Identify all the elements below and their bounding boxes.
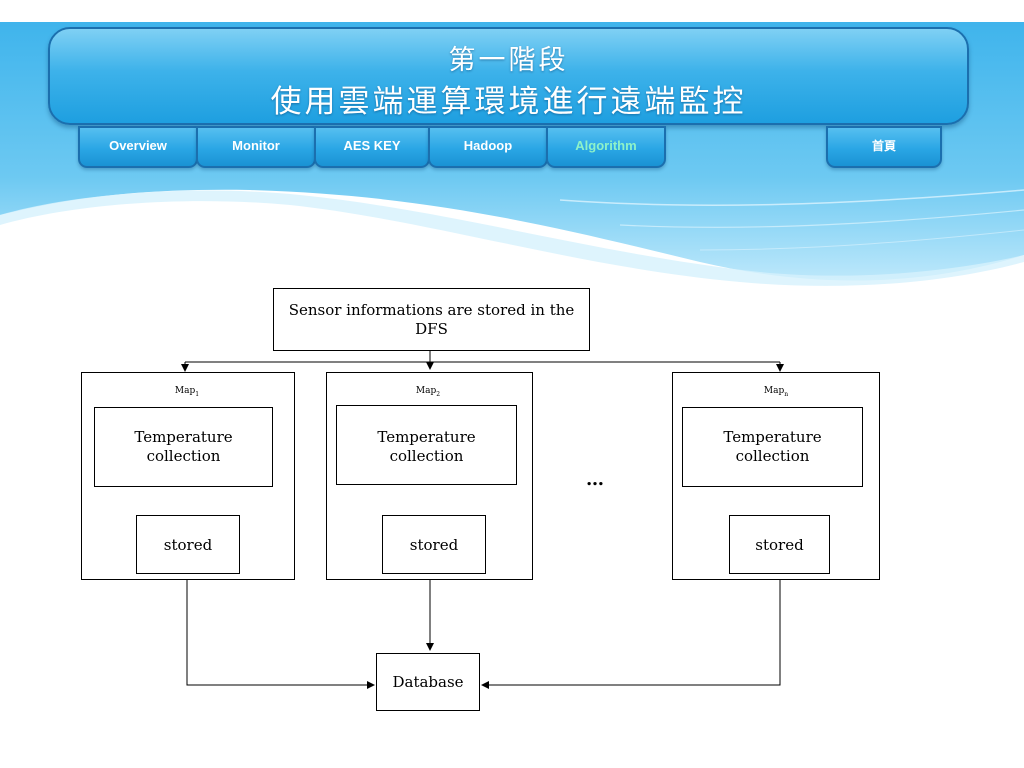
- tab-overview[interactable]: Overview: [78, 126, 198, 168]
- temperature-collection-label-1: Temperature collection: [134, 428, 233, 465]
- map-label-2: Map2: [415, 386, 441, 398]
- title-banner: [48, 27, 969, 125]
- stored-box-1: stored: [136, 515, 240, 574]
- map-label-1: Map1: [174, 386, 200, 398]
- dfs-source-label: Sensor informations are stored in the DF…: [288, 301, 575, 338]
- tab-algorithm[interactable]: Algorithm: [546, 126, 666, 168]
- stored-box-n: stored: [729, 515, 830, 574]
- temperature-collection-box-n: Temperature collection: [682, 407, 863, 487]
- dfs-source-box: Sensor informations are stored in the DF…: [273, 288, 590, 351]
- stored-box-2: stored: [382, 515, 486, 574]
- stored-label-2: stored: [409, 536, 459, 554]
- stored-label-1: stored: [163, 536, 213, 554]
- database-box: Database: [376, 653, 480, 711]
- temperature-collection-box-2: Temperature collection: [336, 405, 517, 485]
- temperature-collection-box-1: Temperature collection: [94, 407, 273, 487]
- temperature-collection-label-2: Temperature collection: [377, 428, 476, 465]
- tab-hadoop[interactable]: Hadoop: [428, 126, 548, 168]
- page-title-line-1: 第一階段: [448, 45, 569, 76]
- page-title-line-2: 使用雲端運算環境進行遠端監控: [270, 84, 747, 120]
- temperature-collection-label-n: Temperature collection: [723, 428, 822, 465]
- map-label-n: Mapn: [763, 386, 789, 398]
- database-label: Database: [392, 673, 464, 691]
- home-button[interactable]: 首頁: [826, 126, 942, 168]
- stored-label-n: stored: [755, 536, 804, 554]
- more-maps-ellipsis: …: [586, 469, 604, 490]
